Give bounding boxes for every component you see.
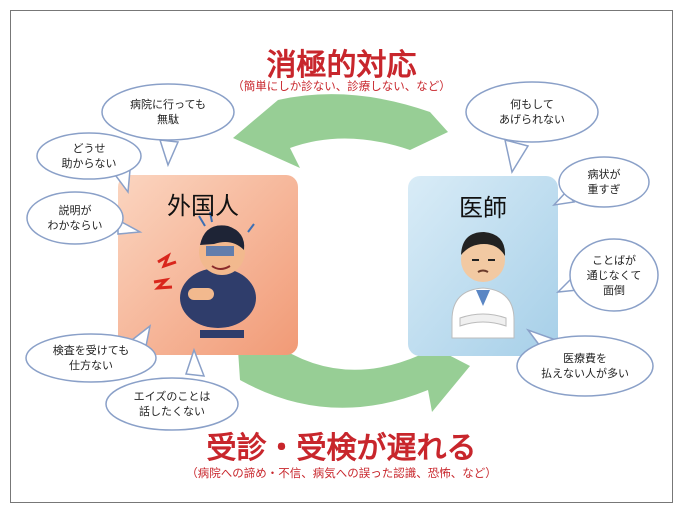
bubble-shape bbox=[465, 81, 599, 143]
top-subtitle: （簡単にしか診ない、診療しない、など） bbox=[232, 79, 451, 93]
bubble-tail bbox=[184, 347, 206, 377]
bubble-shape bbox=[516, 335, 654, 397]
top-title: 消極的対応 bbox=[266, 48, 417, 83]
bubble-text-severe: 病状が 重すぎ bbox=[587, 168, 621, 196]
bubble-text-explanation: 説明が わかならい bbox=[47, 204, 103, 232]
sick-person-illustration bbox=[153, 211, 256, 338]
bottom-title: 受診・受検が遅れる bbox=[206, 431, 477, 466]
right-bubbles bbox=[465, 81, 659, 397]
top-cycle-arrow bbox=[233, 94, 448, 168]
bubble-text-language: ことばが 通じなくて 面倒 bbox=[586, 254, 642, 297]
bubble-text-useless: 病院に行っても 無駄 bbox=[130, 98, 206, 126]
bubble-tail bbox=[504, 138, 530, 174]
bubble-shape bbox=[569, 238, 659, 312]
bubble-shape bbox=[25, 333, 157, 383]
bubble-text-hopeless: どうせ 助からない bbox=[61, 142, 117, 170]
bubble-tail bbox=[158, 139, 180, 168]
left-box-label: 外国人 bbox=[167, 192, 239, 220]
bubble-text-cost: 医療費を 払えない人が多い bbox=[541, 352, 629, 380]
right-box-label: 医師 bbox=[459, 194, 507, 222]
bubble-shape bbox=[101, 83, 235, 141]
doctor-illustration bbox=[451, 232, 515, 339]
bubble-text-aids: エイズのことは 話したくない bbox=[133, 390, 211, 418]
bubble-shape bbox=[36, 132, 142, 180]
bubble-shape bbox=[26, 191, 124, 245]
bubble-text-testing: 検査を受けても 仕方ない bbox=[52, 344, 130, 372]
bubble-shape bbox=[105, 377, 239, 431]
bubble-text-nothing: 何もして あげられない bbox=[499, 98, 565, 126]
bottom-cycle-arrow bbox=[238, 335, 470, 412]
bubble-shape bbox=[558, 156, 650, 208]
bottom-subtitle: （病院への諦め・不信、病気への誤った認識、恐怖、など） bbox=[186, 466, 497, 480]
left-bubbles bbox=[25, 83, 239, 431]
slide-frame bbox=[10, 10, 673, 503]
